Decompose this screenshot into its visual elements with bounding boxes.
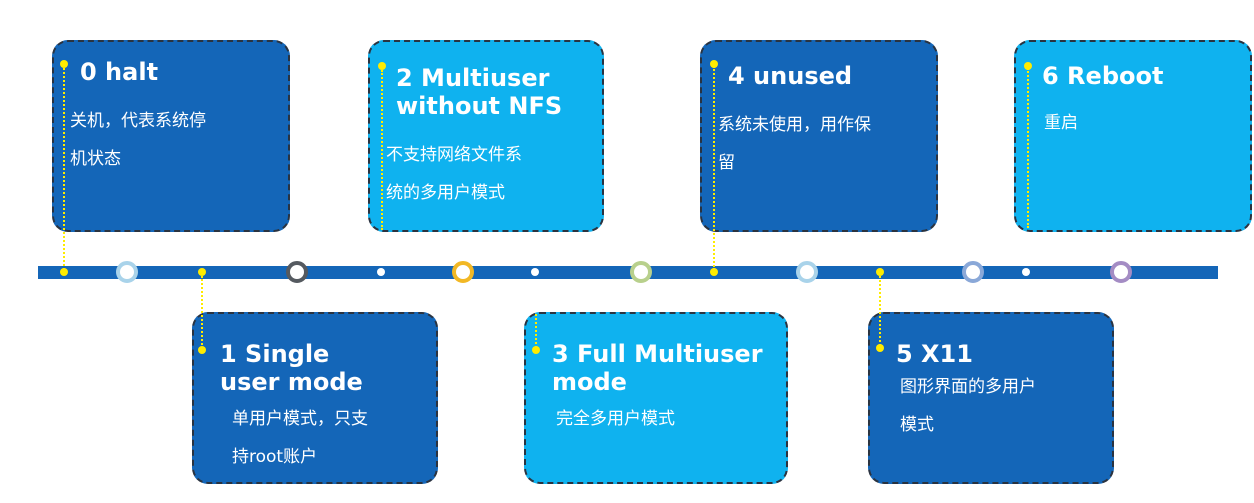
- timeline-bar: [38, 266, 1218, 279]
- runlevel-5-title: 5 X11: [896, 340, 973, 368]
- runlevel-0-title: 0 halt: [80, 58, 159, 86]
- pin-dot-1-top: [198, 268, 206, 276]
- runlevel-2-desc: 不支持网络文件系 统的多用户模式: [386, 145, 522, 203]
- runlevel-4-card: 4 unused 系统未使用，用作保 留: [700, 40, 938, 232]
- runlevel-6-desc: 重启: [1044, 113, 1078, 133]
- runlevel-5-card: 5 X11 图形界面的多用户 模式: [868, 312, 1114, 484]
- runlevel-1-card: 1 Single user mode 单用户模式，只支 持root账户: [192, 312, 438, 484]
- pin-line-0: [63, 68, 65, 270]
- runlevel-4-desc: 系统未使用，用作保 留: [718, 115, 871, 173]
- runlevel-1-title: 1 Single user mode: [220, 340, 363, 396]
- pin-line-6: [1027, 68, 1029, 228]
- pin-line-4: [713, 66, 715, 270]
- timeline-ring-3: [452, 261, 474, 283]
- runlevel-2-card: 2 Multiuser without NFS 不支持网络文件系 统的多用户模式: [368, 40, 604, 232]
- pin-dot-3: [532, 346, 540, 354]
- runlevel-3-desc: 完全多用户模式: [556, 409, 675, 429]
- pin-dot-0-bottom: [60, 268, 68, 276]
- pin-line-2: [381, 70, 383, 230]
- timeline-ring-5: [796, 261, 818, 283]
- pin-line-3: [535, 314, 537, 348]
- runlevel-0-card: 0 halt 关机，代表系统停 机状态: [52, 40, 290, 232]
- runlevel-6-card: 6 Reboot 重启: [1014, 40, 1252, 232]
- runlevel-5-desc: 图形界面的多用户 模式: [900, 377, 1036, 435]
- runlevel-3-card: 3 Full Multiuser mode 完全多用户模式: [524, 312, 788, 484]
- timeline-ring-1: [116, 261, 138, 283]
- pin-line-5: [879, 276, 881, 346]
- runlevel-0-desc: 关机，代表系统停 机状态: [70, 111, 206, 169]
- pin-dot-0-top: [60, 60, 68, 68]
- pin-dot-5-bottom: [876, 344, 884, 352]
- runlevel-3-title: 3 Full Multiuser mode: [552, 340, 763, 396]
- timeline-ring-6: [962, 261, 984, 283]
- runlevel-1-desc: 单用户模式，只支 持root账户: [232, 409, 368, 467]
- pin-dot-4-bottom: [710, 268, 718, 276]
- pin-line-1: [201, 276, 203, 352]
- pin-dot-4-top: [710, 60, 718, 68]
- pin-dot-6: [1024, 62, 1032, 70]
- runlevel-4-title: 4 unused: [728, 62, 853, 90]
- timeline-ring-4: [630, 261, 652, 283]
- runlevel-2-title: 2 Multiuser without NFS: [396, 64, 563, 120]
- timeline-dot-3: [1022, 268, 1030, 276]
- timeline-ring-7: [1110, 261, 1132, 283]
- pin-dot-1-bottom: [198, 346, 206, 354]
- timeline-dot-2: [531, 268, 539, 276]
- pin-dot-5-top: [876, 268, 884, 276]
- timeline-dot-1: [377, 268, 385, 276]
- timeline-ring-2: [286, 261, 308, 283]
- pin-dot-2: [378, 62, 386, 70]
- runlevel-6-title: 6 Reboot: [1042, 62, 1164, 90]
